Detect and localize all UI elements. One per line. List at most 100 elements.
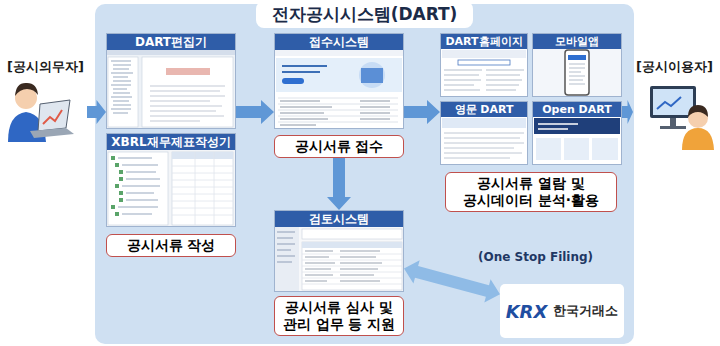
flow-arrow [404, 260, 500, 302]
box-label: 공시서류 심사 및 관리 업무 등 지원 [279, 299, 399, 333]
flow-arrow [327, 158, 351, 210]
english-dart-screenshot [440, 115, 528, 165]
table-text [305, 251, 382, 281]
flow-arrow [87, 100, 106, 124]
filing-screenshot [274, 48, 404, 129]
phone [565, 50, 589, 95]
screen-header: 영문 DART [441, 102, 527, 117]
obliged-user-figure [8, 83, 74, 142]
body [682, 128, 714, 150]
page-body [440, 47, 528, 97]
page-body [532, 115, 622, 165]
chart-line [43, 110, 62, 124]
result-table [302, 242, 402, 290]
screenshot-panel: DART편집기 [106, 33, 236, 129]
tree-lines [111, 61, 133, 113]
document-title-bar [166, 68, 210, 75]
logo-text: 한국거래소 [553, 303, 618, 320]
screenshot-panel: 검토시스템 [274, 210, 404, 292]
page-body [440, 115, 528, 165]
nav-bar [442, 50, 526, 58]
banner [276, 58, 402, 92]
screenshot-panel: DART홈페이지 [440, 33, 528, 97]
review-screenshot [274, 225, 404, 292]
user-figure: [공시이용자] [633, 56, 716, 152]
user-label: [공시의무자] [7, 59, 84, 76]
monitor-screen [653, 89, 693, 115]
system-panel: 전자공시시스템(DART) DART편집기XBR [95, 4, 634, 344]
screen-header: DART편집기 [107, 34, 235, 50]
tree-pane [108, 57, 138, 127]
screenshot-panel: 영문 DART [440, 101, 528, 165]
laptop-screen [38, 100, 70, 131]
app-ground [532, 47, 622, 97]
logo-text: KRX [506, 301, 548, 322]
homepage-screenshot [440, 47, 528, 97]
window-body [106, 48, 236, 129]
process-box: 공시서류 열람 및 공시데이터 분석·활용 [445, 172, 617, 212]
menu-lines [277, 232, 295, 262]
screen-header: Open DART [533, 102, 621, 117]
viewer-user-figure [650, 86, 714, 150]
box-label: 공시서류 열람 및 공시데이터 분석·활용 [450, 175, 612, 209]
hair [15, 83, 38, 96]
table-rows [302, 254, 402, 284]
table-grid [172, 152, 233, 225]
process-box: 공시서류 접수 [274, 135, 404, 158]
screenshot-panel: XBRL재무제표작성기 [106, 133, 236, 227]
panel-title: 전자공시시스템(DART) [256, 1, 474, 28]
search-box [458, 60, 510, 65]
table-pane [172, 152, 233, 225]
box-label: 공시서류 접수 [279, 138, 399, 155]
phone-header [568, 55, 586, 60]
list-rows [278, 98, 398, 122]
process-box: 공시서류 작성 [106, 234, 236, 257]
document-page [142, 57, 233, 127]
tree-pane [108, 152, 168, 225]
document-lines [150, 86, 225, 121]
screenshot-panel: 접수시스템 [274, 33, 404, 129]
banner [442, 118, 526, 128]
table-head [302, 242, 402, 248]
screen-header: DART홈페이지 [441, 34, 527, 49]
card [564, 138, 589, 160]
banner-headline [282, 66, 327, 72]
phone-lines [569, 64, 585, 84]
banner [534, 118, 620, 134]
banner-button [282, 78, 304, 84]
list-text [280, 101, 390, 125]
screenshot-panel: Open DART [532, 101, 622, 165]
window-body [274, 225, 404, 292]
flow-arrow [622, 100, 633, 124]
edge-label-holder: (One Stop Filing) [478, 250, 593, 265]
monitor-stand [670, 118, 676, 127]
laptop-base [30, 128, 74, 138]
tree-icons [111, 156, 123, 216]
screenshot-panel: 모바일앱 [532, 33, 622, 97]
box-label: 공시서류 작성 [111, 237, 231, 254]
screen-header: 검토시스템 [275, 211, 403, 227]
list-text [444, 70, 524, 90]
user-figure: [공시의무자] [4, 56, 87, 152]
card [536, 138, 561, 160]
banner-graphic-screen [361, 68, 383, 83]
screen-header: XBRL재무제표작성기 [107, 134, 235, 150]
edge-label: (One Stop Filing) [478, 250, 593, 265]
logo-box: KRX 한국거래소 [500, 284, 624, 338]
screen-header: 모바일앱 [533, 34, 621, 49]
hair [688, 105, 708, 117]
flow-arrow [236, 100, 274, 124]
monitor-foot [660, 126, 686, 129]
xbrl-screenshot [106, 148, 236, 227]
mobile-app-illustration [532, 47, 622, 97]
list-text [444, 133, 524, 158]
process-box: 공시서류 심사 및 관리 업무 등 지원 [274, 296, 404, 336]
banner-graphic [359, 62, 385, 88]
editor-screenshot [106, 48, 236, 129]
flow-arrow [404, 100, 440, 124]
table-head [172, 152, 233, 159]
banner-text [538, 124, 578, 129]
window-body [106, 148, 236, 227]
page-body [274, 48, 404, 129]
